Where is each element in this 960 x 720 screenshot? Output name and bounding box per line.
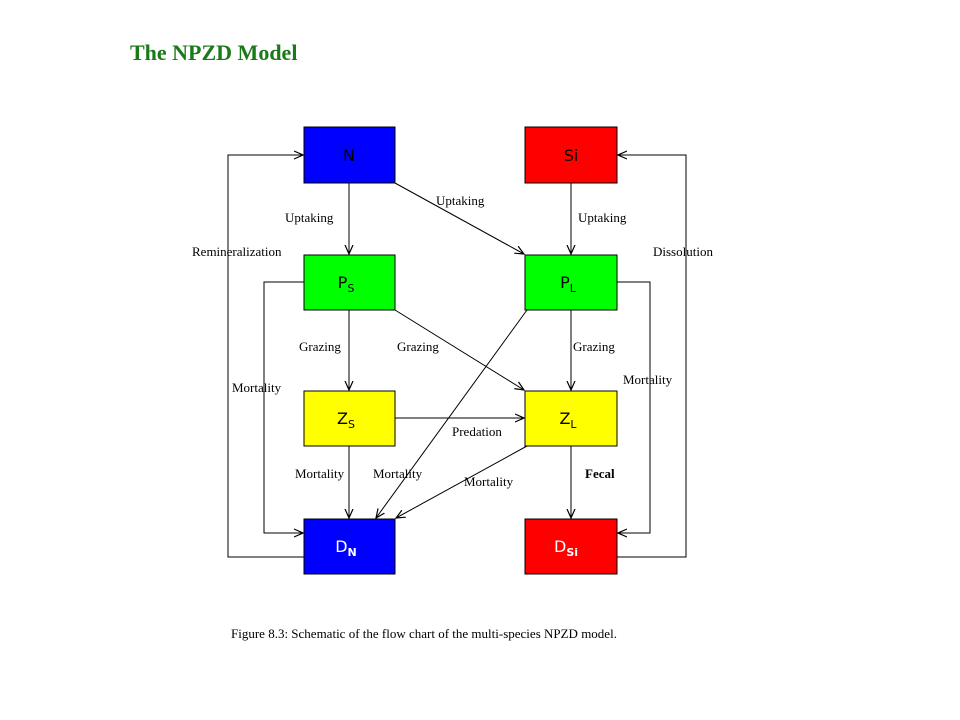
svg-text:PS: PS [338, 273, 355, 295]
box-dn-label: D [335, 537, 347, 556]
box-n: N [303, 126, 396, 184]
box-dn-sub: N [348, 546, 357, 559]
box-zs: ZS [303, 390, 396, 447]
box-dn-rect [303, 518, 396, 575]
page-title: The NPZD Model [130, 40, 298, 65]
box-ps-rect [303, 254, 396, 311]
box-ps: PS [303, 254, 396, 311]
box-pl-sub: L [570, 282, 577, 295]
label-dissolution: Dissolution [653, 244, 713, 259]
box-ps-sub: S [347, 282, 354, 295]
svg-text:DN: DN [335, 537, 357, 559]
figure-caption: Figure 8.3: Schematic of the flow chart … [231, 626, 617, 641]
box-pl-label: P [560, 273, 570, 292]
svg-text:Si: Si [564, 146, 579, 165]
svg-text:DSi: DSi [554, 537, 578, 559]
box-n-label: N [343, 146, 355, 165]
arrow-dissolution [617, 155, 687, 558]
box-dn: DN [303, 518, 396, 575]
box-zl-label: Z [559, 409, 570, 428]
label-uptaking-n-ps: Uptaking [285, 210, 334, 225]
svg-text:PL: PL [560, 273, 577, 295]
label-remineralization: Remineralization [192, 244, 282, 259]
arrow-pl-mortality [617, 281, 651, 533]
flow-arrows [227, 155, 687, 558]
box-si: Si [524, 126, 618, 184]
box-n-rect [303, 126, 396, 184]
label-mortality-zl: Mortality [464, 474, 514, 489]
label-grazing-pl-zl: Grazing [573, 339, 615, 354]
box-zs-label: Z [337, 409, 348, 428]
label-mortality-ps: Mortality [232, 380, 282, 395]
label-mortality-pl: Mortality [623, 372, 673, 387]
label-predation: Predation [452, 424, 502, 439]
svg-text:ZL: ZL [559, 409, 577, 431]
box-si-label: Si [564, 146, 579, 165]
label-uptaking-n-pl: Uptaking [436, 193, 485, 208]
label-mortality-pl-dn: Mortality [373, 466, 423, 481]
label-fecal: Fecal [585, 466, 615, 481]
label-grazing-ps-zs: Grazing [299, 339, 341, 354]
box-zs-rect [303, 390, 396, 447]
svg-text:ZS: ZS [337, 409, 355, 431]
box-si-rect [524, 126, 618, 184]
arrow-ps-zl [394, 309, 524, 390]
flow-labels: Uptaking Uptaking Uptaking Remineralizat… [192, 193, 713, 489]
label-uptaking-si-pl: Uptaking [578, 210, 627, 225]
box-pl: PL [524, 254, 618, 311]
arrow-ps-mortality [263, 281, 304, 533]
box-zl-rect [524, 390, 618, 447]
arrow-remineralization [227, 155, 304, 558]
box-dsi-label: D [554, 537, 566, 556]
box-dsi-sub: Si [566, 546, 578, 559]
arrow-zl-dn [396, 445, 528, 518]
box-zs-sub: S [348, 418, 355, 431]
box-zl: ZL [524, 390, 618, 447]
arrow-n-pl [394, 182, 524, 254]
arrow-pl-dn [376, 309, 528, 518]
box-dsi: DSi [524, 518, 618, 575]
svg-text:N: N [343, 146, 355, 165]
box-zl-sub: L [570, 418, 577, 431]
box-dsi-rect [524, 518, 618, 575]
label-mortality-zs: Mortality [295, 466, 345, 481]
label-grazing-ps-zl: Grazing [397, 339, 439, 354]
box-ps-label: P [338, 273, 348, 292]
